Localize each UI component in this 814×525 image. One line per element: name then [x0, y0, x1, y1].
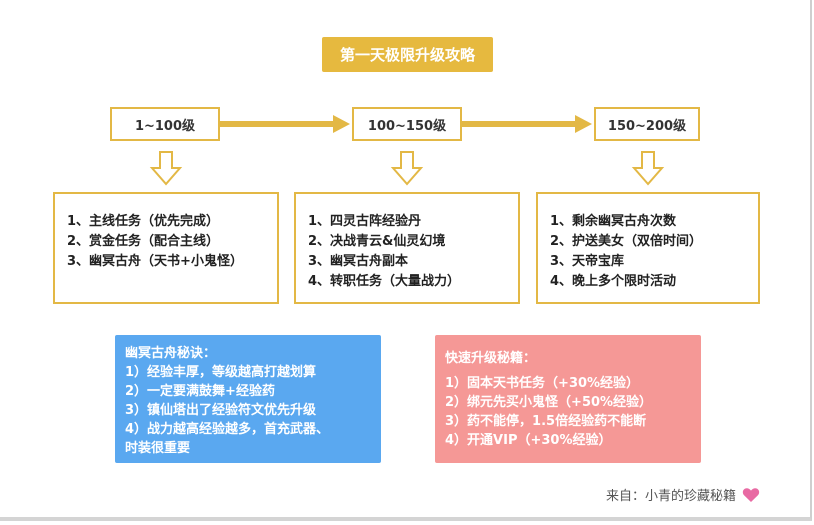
tips-heading: 快速升级秘籍：	[445, 351, 537, 366]
task-item: 1、剩余幽冥古舟次数	[550, 214, 677, 229]
task-item: 1、四灵古阵经验丹	[308, 214, 422, 229]
tips-line: 3）药不能停，1.5倍经验药不能断	[445, 414, 647, 429]
level-box-2: 100~150级	[352, 107, 462, 141]
right-arrow-1	[220, 115, 350, 133]
tips-box-fast-level: 快速升级秘籍： 1）固本天书任务（+30%经验） 2）绑元先买小鬼怪（+50%经…	[435, 335, 701, 463]
tips-heading: 幽冥古舟秘诀：	[125, 346, 217, 361]
task-item: 3、天帝宝库	[550, 254, 625, 269]
task-item: 2、决战青云&仙灵幻境	[308, 234, 446, 249]
down-arrow-3	[631, 151, 665, 186]
tips-line: 3）镇仙塔出了经验符文优先升级	[125, 403, 317, 418]
task-item: 1、主线任务（优先完成）	[67, 214, 220, 229]
level-box-1: 1~100级	[110, 107, 220, 141]
down-arrow-1	[149, 151, 183, 186]
task-item: 2、护送美女（双倍时间）	[550, 234, 703, 249]
task-item: 3、幽冥古舟副本	[308, 254, 409, 269]
tips-line: 4）开通VIP（+30%经验）	[445, 433, 612, 448]
task-box-1: 1、主线任务（优先完成） 2、赏金任务（配合主线） 3、幽冥古舟（天书+小鬼怪）	[53, 192, 279, 304]
tips-box-ghost-boat: 幽冥古舟秘诀： 1）经验丰厚，等级越高打越划算 2）一定要满鼓舞+经验药 3）镇…	[115, 335, 381, 463]
tips-line: 4）战力越高经验越多，首充武器、	[125, 422, 330, 437]
task-item: 4、晚上多个限时活动	[550, 274, 677, 289]
source-credit: 来自：小青的珍藏秘籍	[606, 485, 760, 504]
task-item: 3、幽冥古舟（天书+小鬼怪）	[67, 254, 243, 269]
tips-line: 2）绑元先买小鬼怪（+50%经验）	[445, 395, 653, 410]
tips-line: 1）经验丰厚，等级越高打越划算	[125, 365, 317, 380]
level-box-3: 150~200级	[594, 107, 700, 141]
heart-icon	[742, 487, 760, 502]
source-text: 来自：小青的珍藏秘籍	[606, 489, 737, 504]
tips-line: 1）固本天书任务（+30%经验）	[445, 376, 640, 391]
task-box-2: 1、四灵古阵经验丹 2、决战青云&仙灵幻境 3、幽冥古舟副本 4、转职任务（大量…	[294, 192, 520, 304]
tips-line: 时装很重要	[125, 441, 191, 456]
right-arrow-2	[462, 115, 592, 133]
task-item: 4、转职任务（大量战力）	[308, 274, 461, 289]
task-item: 2、赏金任务（配合主线）	[67, 234, 220, 249]
tips-line: 2）一定要满鼓舞+经验药	[125, 384, 275, 399]
task-box-3: 1、剩余幽冥古舟次数 2、护送美女（双倍时间） 3、天帝宝库 4、晚上多个限时活…	[536, 192, 760, 304]
down-arrow-2	[390, 151, 424, 186]
diagram-title: 第一天极限升级攻略	[322, 37, 493, 72]
